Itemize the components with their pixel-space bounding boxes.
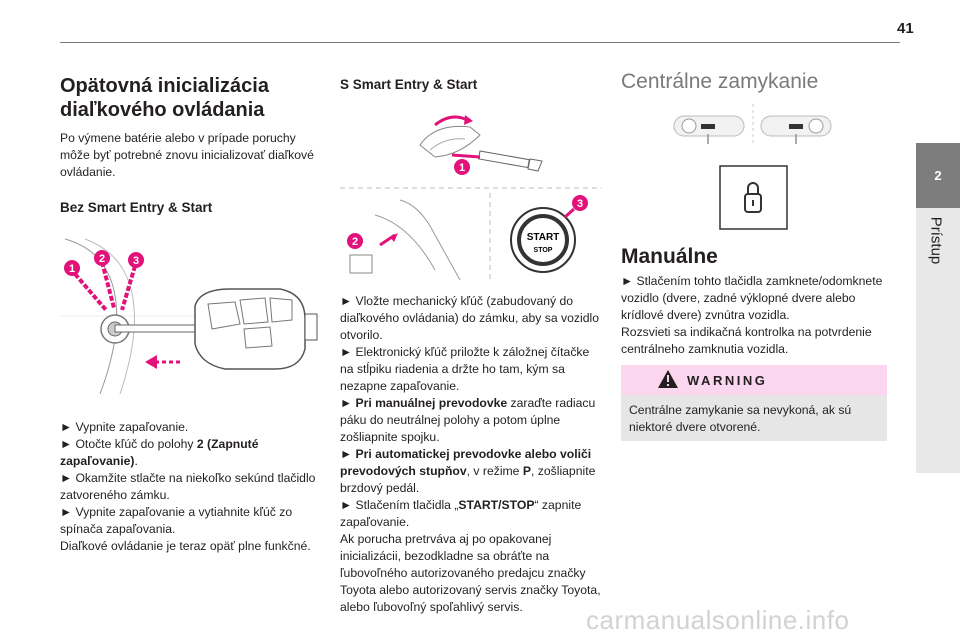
central-locking-title: Centrálne zamykanie	[621, 70, 819, 93]
reinit-title: Opätovná inicializácia diaľkového ovláda…	[60, 74, 320, 122]
callout-2: 2	[352, 236, 358, 248]
reinit-intro: Po výmene batérie alebo v prípade poruch…	[60, 131, 314, 179]
step-2-position: 2 (Zapnuté zapaľovanie)	[60, 437, 259, 468]
warning-text: Centrálne zamykanie sa nevykoná, ak sú n…	[629, 403, 852, 434]
callout-3: 3	[577, 198, 583, 210]
manual-heading: Manuálne	[621, 245, 718, 268]
step-mechanical-key: ► Vložte mechanický kľúč (zabudovaný do …	[340, 294, 599, 342]
automatic-gearbox-mode: P	[522, 464, 531, 478]
service-note: Ak porucha pretrváva aj po opakovanej in…	[340, 532, 601, 614]
side-tab-number: 2	[916, 143, 960, 208]
smart-entry-figure: 1 2 START STOP 3	[340, 115, 602, 280]
start-stop-text-b: “ zapnite zapaľovanie.	[340, 498, 582, 529]
callout-1: 1	[69, 263, 75, 275]
step-result: Diaľkové ovládanie je teraz opäť plne fu…	[60, 539, 311, 553]
callout-1: 1	[459, 162, 465, 174]
smart-entry-heading: S Smart Entry & Start	[340, 77, 478, 92]
step-4: ► Vypnite zapaľovanie a vytiahnite kľúč …	[60, 505, 293, 536]
column-smart-entry: S Smart Entry & Start 1 2 START STOP	[340, 70, 602, 616]
start-label: START	[527, 232, 560, 243]
step-start-stop: ► Stlačením tlačidla „START/STOP“ zapnit…	[340, 497, 602, 531]
start-stop-label: START/STOP	[458, 498, 535, 512]
door-handle-icon	[419, 115, 481, 158]
callout-3: 3	[133, 255, 139, 267]
manual-gearbox-label: ► Pri manuálnej prevodovke	[340, 396, 508, 410]
lock-button-icon	[719, 165, 788, 230]
warning-box: WARNING Centrálne zamykanie sa nevykoná,…	[621, 365, 887, 441]
warning-title: WARNING	[687, 373, 768, 388]
manual-gearbox-text: zaraďte radiacu páku do neutrálnej poloh…	[340, 396, 596, 444]
central-locking-figure	[673, 104, 832, 144]
step-3: ► Okamžite stlačte na niekoľko sekúnd tl…	[60, 471, 316, 502]
no-smart-entry-heading: Bez Smart Entry & Start	[60, 200, 213, 215]
automatic-gearbox-mid: , v režime	[466, 464, 523, 478]
start-stop-text-a: ► Stlačením tlačidla „	[340, 498, 459, 512]
page-number: 41	[897, 20, 914, 37]
automatic-gearbox-label: ► Pri automatickej prevodovke alebo voli…	[340, 447, 592, 478]
smart-entry-steps: ► Vložte mechanický kľúč (zabudovaný do …	[340, 293, 602, 616]
callout-2: 2	[99, 253, 105, 265]
step-electronic-key: ► Elektronický kľúč priložte k záložnej …	[340, 345, 590, 393]
step-1: ► Vypnite zapaľovanie.	[60, 420, 189, 434]
side-tab-label: Prístup	[927, 216, 945, 265]
reinit-title-line2: diaľkového ovládania	[60, 99, 265, 121]
step-2-text: ► Otočte kľúč do polohy	[60, 437, 197, 451]
step-2: ► Otočte kľúč do polohy 2 (Zapnuté zapaľ…	[60, 436, 320, 470]
start-stop-button-icon: START STOP	[510, 207, 576, 273]
manual-indicator: Rozsvieti sa indikačná kontrolka na potv…	[621, 325, 872, 356]
reinit-steps: ► Vypnite zapaľovanie. ► Otočte kľúč do …	[60, 419, 320, 555]
manual-text: ► Stlačením tohto tlačidla zamknete/odom…	[621, 273, 889, 358]
column-reinitialization: Opätovná inicializácia diaľkového ovláda…	[60, 70, 320, 555]
watermark: carmanualsonline.info	[586, 605, 850, 635]
step-manual-gearbox: ► Pri manuálnej prevodovke zaraďte radia…	[340, 395, 602, 446]
manual-step: ► Stlačením tohto tlačidla zamknete/odom…	[621, 274, 883, 322]
key-fob-figure: 1 2 3	[60, 238, 320, 395]
header-divider	[60, 42, 900, 43]
warning-header: WARNING	[621, 365, 887, 395]
stop-label: STOP	[534, 247, 553, 254]
reinit-title-line1: Opätovná inicializácia	[60, 75, 269, 97]
automatic-gearbox-text: , zošliapnite brzdový pedál.	[340, 464, 596, 495]
step-2-end: .	[134, 454, 138, 468]
key-fob-icon	[194, 288, 318, 370]
step-automatic-gearbox: ► Pri automatickej prevodovke alebo voli…	[340, 446, 602, 497]
column-central-locking: Centrálne zamykanie Manuálne ► Stlačením…	[621, 70, 889, 358]
warning-triangle-icon	[658, 370, 678, 388]
